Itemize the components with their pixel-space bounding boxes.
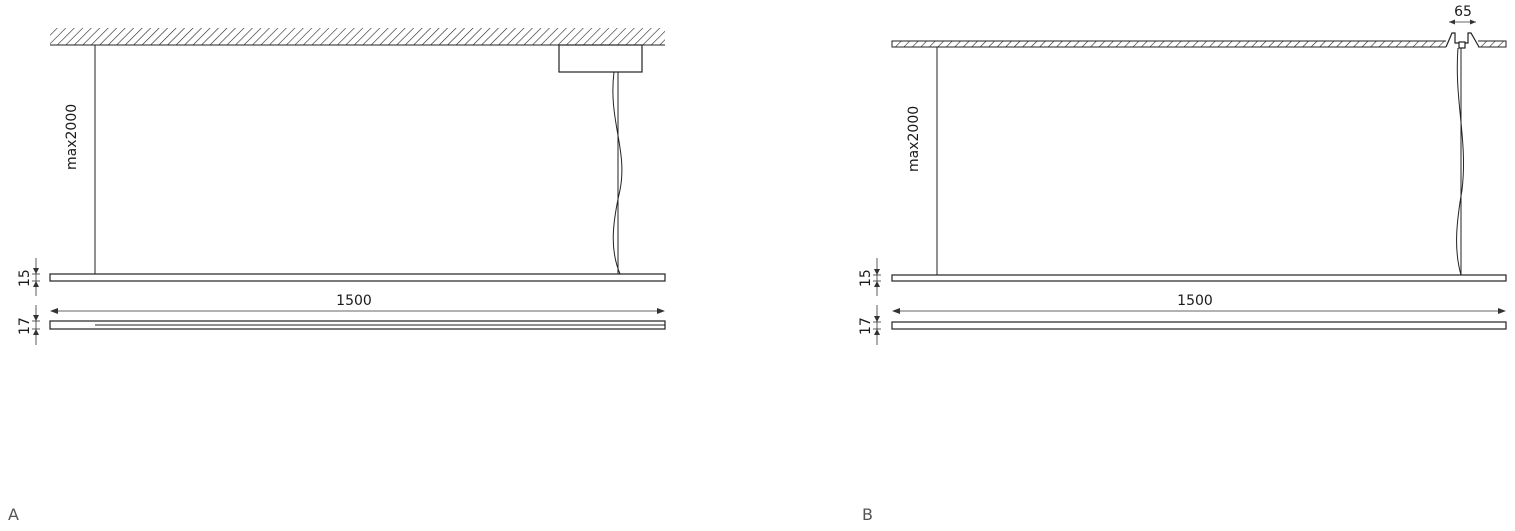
recessed-canopy bbox=[1445, 32, 1480, 50]
profile-body bbox=[891, 321, 1507, 330]
length-dimension bbox=[50, 308, 665, 314]
fixture-body bbox=[891, 274, 1507, 282]
canopy-box bbox=[558, 44, 643, 73]
fixture-height-dimension bbox=[32, 258, 40, 296]
length-label: 1500 bbox=[1177, 293, 1213, 309]
panel-a: max2000 15 1500 17 bbox=[8, 28, 666, 524]
profile-height-label: 17 bbox=[858, 317, 874, 335]
canopy-width-label: 65 bbox=[1454, 4, 1472, 20]
max-height-label: max2000 bbox=[64, 104, 80, 170]
panel-b: 65 max2000 15 1500 bbox=[858, 4, 1507, 524]
length-label: 1500 bbox=[336, 293, 372, 309]
panel-letter-a: A bbox=[8, 505, 19, 524]
max-height-label: max2000 bbox=[906, 106, 922, 172]
fixture-height-label: 15 bbox=[858, 269, 874, 287]
fixture-height-label: 15 bbox=[17, 269, 33, 287]
fixture-height-dimension bbox=[873, 258, 881, 296]
length-dimension bbox=[892, 308, 1506, 314]
profile-height-dimension bbox=[873, 305, 881, 345]
canopy-width-dimension bbox=[1449, 19, 1476, 25]
ceiling-hatch bbox=[50, 28, 665, 45]
fixture-body bbox=[49, 273, 666, 282]
ceiling-hatch-thin bbox=[891, 40, 1507, 48]
profile-height-dimension bbox=[32, 305, 40, 345]
power-cable bbox=[1456, 47, 1464, 276]
power-cable bbox=[612, 71, 623, 275]
panel-letter-b: B bbox=[862, 505, 873, 524]
profile-height-label: 17 bbox=[17, 317, 33, 335]
